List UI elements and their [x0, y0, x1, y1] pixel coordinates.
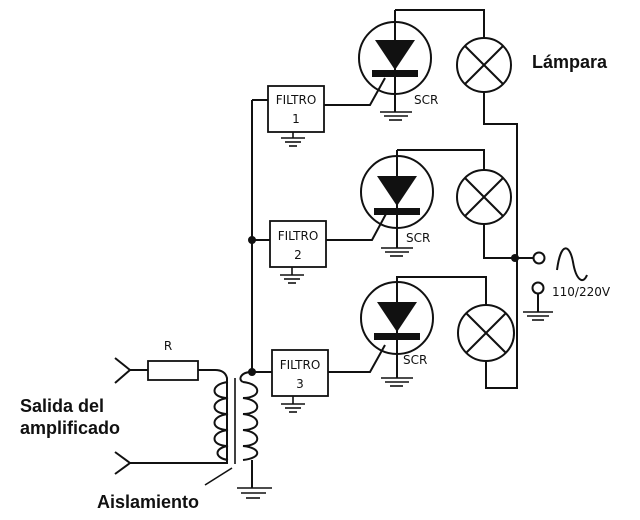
scr-to-lamp-2	[397, 149, 485, 170]
ground-icon	[280, 267, 304, 284]
gate-wire-3	[328, 344, 386, 373]
ground-icon	[381, 247, 413, 257]
lamp-icon	[457, 304, 515, 362]
resistor-icon	[147, 360, 199, 381]
filter-2-box	[269, 220, 327, 268]
filter-1-title: FILTRO	[276, 93, 317, 107]
filter-2-title: FILTRO	[278, 229, 319, 243]
scr-3-label: SCR	[403, 353, 427, 367]
input-stage: R	[114, 339, 272, 499]
ac-sine-icon	[556, 247, 588, 282]
lamp-1-return	[483, 92, 518, 258]
resistor-label: R	[164, 339, 172, 353]
lamp-icon	[456, 169, 512, 225]
ac-supply: 110/220V	[511, 247, 611, 321]
filter-1-number: 1	[292, 112, 300, 126]
filter-3-title: FILTRO	[280, 358, 321, 372]
ground-icon	[523, 311, 553, 321]
ground-icon	[237, 487, 272, 499]
filter-1-box	[267, 85, 325, 133]
primary-winding-leads	[130, 369, 228, 464]
amplifier-output-label-line2: amplificado	[20, 418, 120, 438]
ground-icon	[381, 377, 413, 387]
ground-icon	[380, 111, 412, 121]
junction-dot	[511, 254, 519, 262]
ground-icon	[281, 396, 305, 413]
scr-icon	[358, 10, 432, 112]
lamp-label: Lámpara	[532, 52, 608, 72]
gate-wire-1	[324, 77, 386, 106]
terminal-icon	[531, 281, 545, 295]
terminal-icon	[532, 251, 546, 265]
ground-icon	[281, 132, 305, 147]
channel-2: FILTRO 2 SCR	[248, 149, 517, 284]
scr-icon	[360, 276, 434, 378]
input-terminal-icon	[114, 357, 148, 384]
filter-3-box	[271, 349, 329, 397]
lamp-2-return	[483, 224, 517, 259]
channel-3: FILTRO 3 SCR	[248, 258, 518, 413]
gate-wire-2	[326, 211, 388, 241]
lamp-icon	[456, 37, 512, 93]
filter-2-number: 2	[294, 248, 302, 262]
scr-2-label: SCR	[406, 231, 430, 245]
isolation-pointer	[204, 467, 233, 486]
channel-1: FILTRO 1 SCR	[252, 9, 518, 258]
scr-to-lamp-3	[397, 276, 487, 305]
lamp-3-return	[485, 258, 518, 389]
input-terminal-icon	[114, 451, 131, 475]
scr-to-lamp-1	[395, 9, 485, 38]
amplifier-output-label-line1: Salida del	[20, 396, 104, 416]
isolation-label: Aislamiento	[97, 492, 199, 512]
transformer-icon	[204, 371, 259, 488]
scr-1-label: SCR	[414, 93, 438, 107]
filter-3-number: 3	[296, 377, 304, 391]
scr-icon	[360, 150, 434, 248]
supply-voltage-label: 110/220V	[552, 285, 611, 299]
